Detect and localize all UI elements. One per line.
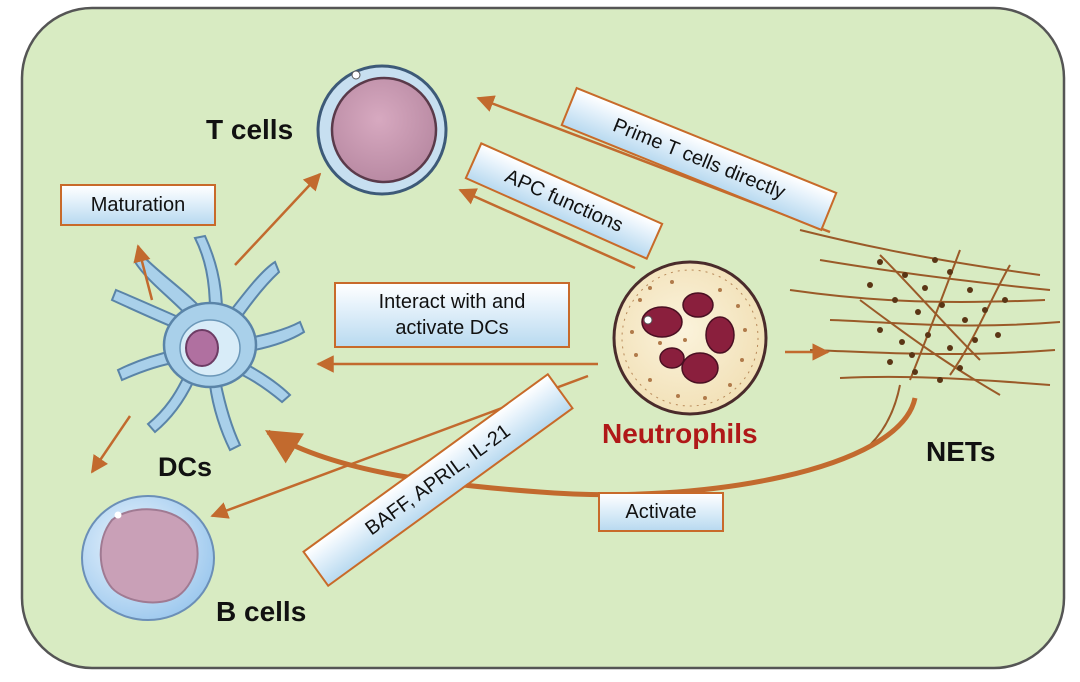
b-cell-icon	[81, 495, 215, 621]
arrow-nets-activate-dc	[265, 397, 918, 498]
activate-box: Activate	[598, 492, 724, 532]
maturation-box: Maturation	[60, 184, 216, 226]
interact-label-line2: activate DCs	[395, 317, 509, 339]
arrow-dc-to-bcells	[90, 415, 132, 474]
dcs-label: DCs	[158, 452, 213, 482]
nets-label: NETs	[926, 436, 996, 467]
neutrophils-label: Neutrophils	[602, 418, 758, 449]
nets-icon	[789, 229, 1061, 446]
b-cells-label: B cells	[216, 596, 307, 627]
activate-label: Activate	[625, 501, 697, 523]
maturation-label: Maturation	[90, 194, 186, 216]
t-cells-label: T cells	[206, 114, 294, 145]
arrow-dc-maturation	[133, 244, 154, 301]
arrow-dc-to-tcells	[234, 172, 322, 266]
interact-label-line1: Interact with and	[378, 291, 526, 313]
arrow-neutrophil-apc	[458, 188, 636, 270]
neutrophil-icon	[612, 260, 768, 416]
dc-cell-icon	[110, 234, 306, 452]
t-cell-icon	[316, 64, 448, 196]
interact-activate-box: Interact with and activate DCs	[334, 282, 570, 348]
